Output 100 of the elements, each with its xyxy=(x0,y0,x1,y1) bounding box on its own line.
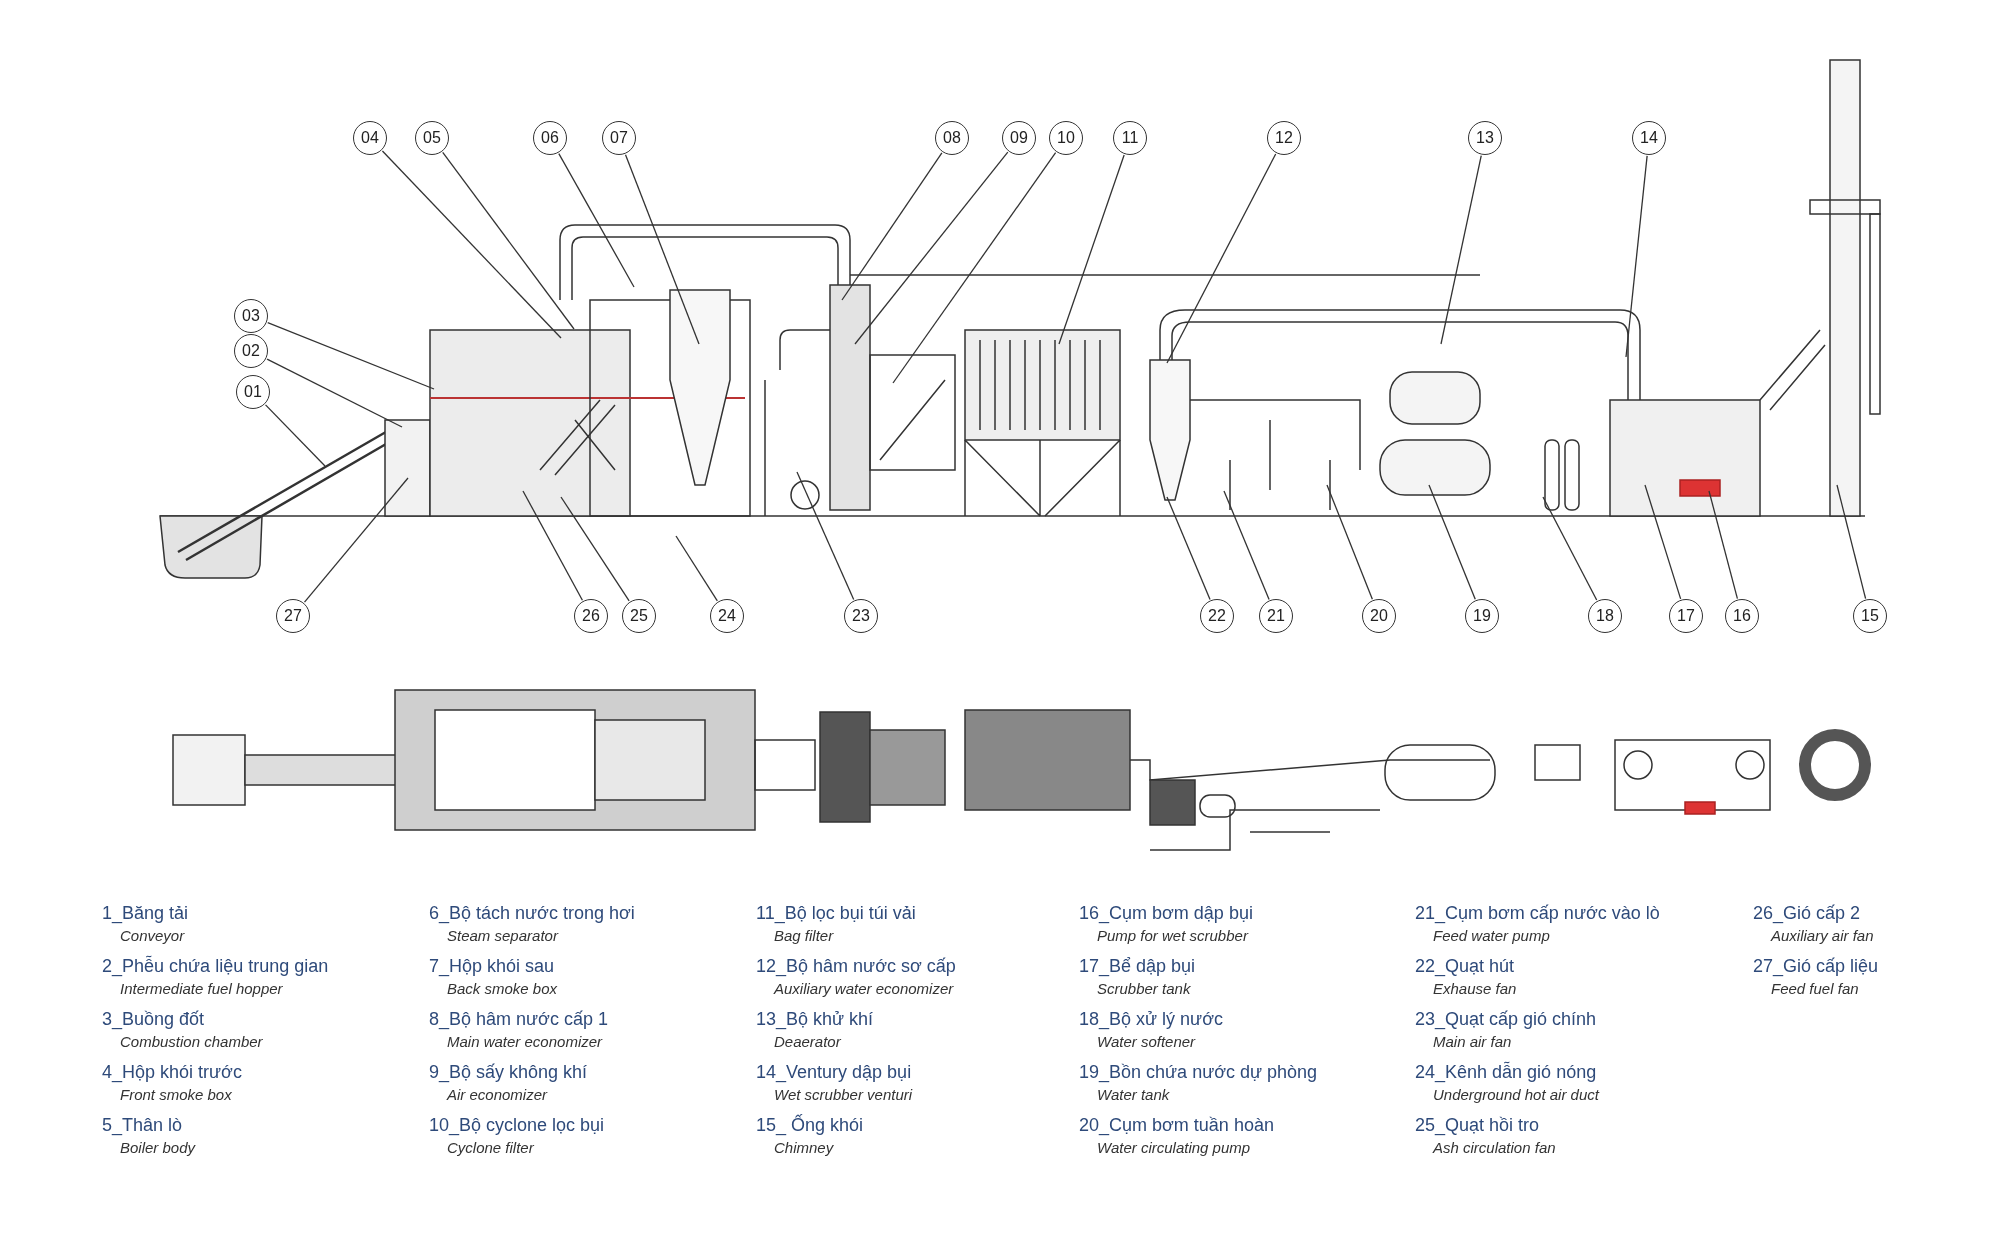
part-name: 11_Bộ lọc bụi túi vải xyxy=(756,903,916,924)
part-translation: Exhause fan xyxy=(1433,980,1517,997)
callout-number: 22 xyxy=(1200,599,1234,633)
leader-line xyxy=(1440,154,1482,345)
part-name: 25_Quạt hồi tro xyxy=(1415,1115,1540,1136)
leader-line xyxy=(1542,496,1598,601)
leader-line xyxy=(522,490,584,601)
leader-line xyxy=(841,152,943,301)
leader-line xyxy=(1625,155,1648,358)
part-name: 16_Cụm bơm dập bụi xyxy=(1079,903,1253,924)
part-translation: Boiler body xyxy=(120,1139,196,1156)
callout-number: 21 xyxy=(1259,599,1293,633)
callout-number: 19 xyxy=(1465,599,1499,633)
leader-line xyxy=(381,150,562,339)
part-translation: Cyclone filter xyxy=(447,1139,534,1156)
callout-number: 16 xyxy=(1725,599,1759,633)
part-name: 26_Gió cấp 2 xyxy=(1753,903,1861,924)
part-translation: Ash circulation fan xyxy=(1433,1139,1556,1156)
callout-number: 17 xyxy=(1669,599,1703,633)
part-name: 23_Quạt cấp gió chính xyxy=(1415,1009,1597,1030)
callout-number: 13 xyxy=(1468,121,1502,155)
part-translation: Auxiliary air fan xyxy=(1771,927,1874,944)
part-name: 19_Bồn chứa nước dự phòng xyxy=(1079,1062,1318,1083)
callout-number: 20 xyxy=(1362,599,1396,633)
callout-number: 26 xyxy=(574,599,608,633)
part-translation: Main water economizer xyxy=(447,1033,603,1050)
leader-line xyxy=(1166,153,1277,364)
part-name: 21_Cụm bơm cấp nước vào lò xyxy=(1415,903,1660,924)
part-name: 18_Bộ xử lý nước xyxy=(1079,1009,1223,1030)
part-name: 6_Bộ tách nước trong hơi xyxy=(429,903,635,924)
part-name: 5_Thân lò xyxy=(102,1115,183,1136)
part-translation: Underground hot air duct xyxy=(1433,1086,1599,1103)
part-name: 20_Cụm bơm tuần hoàn xyxy=(1079,1115,1274,1136)
part-translation: Back smoke box xyxy=(447,980,558,997)
callout-number: 11 xyxy=(1113,121,1147,155)
part-translation: Bag filter xyxy=(774,927,834,944)
part-name: 13_Bộ khử khí xyxy=(756,1009,874,1030)
callout-number: 02 xyxy=(234,334,268,368)
part-name: 8_Bộ hâm nước cấp 1 xyxy=(429,1009,608,1030)
part-name: 14_Ventury dập bụi xyxy=(756,1062,912,1083)
leader-line xyxy=(854,151,1009,345)
leader-line xyxy=(560,496,630,602)
part-translation: Water circulating pump xyxy=(1097,1139,1251,1156)
leader-line xyxy=(264,404,326,467)
part-translation: Chimney xyxy=(774,1139,834,1156)
part-translation: Pump for wet scrubber xyxy=(1097,927,1248,944)
part-name: 27_Gió cấp liệu xyxy=(1753,956,1879,977)
leader-line xyxy=(1058,154,1125,345)
leader-line xyxy=(796,471,855,601)
leader-line xyxy=(675,535,718,602)
callout-number: 10 xyxy=(1049,121,1083,155)
part-translation: Auxiliary water economizer xyxy=(774,980,954,997)
leader-line xyxy=(267,322,435,390)
part-name: 4_Hộp khói trước xyxy=(102,1062,242,1083)
part-translation: Intermediate fuel hopper xyxy=(120,980,283,997)
callout-number: 24 xyxy=(710,599,744,633)
part-translation: Conveyor xyxy=(120,927,185,944)
leader-line xyxy=(1644,484,1682,600)
callout-number: 01 xyxy=(236,375,270,409)
part-name: 17_Bể dập bụi xyxy=(1079,956,1196,977)
part-name: 2_Phễu chứa liệu trung gian xyxy=(102,956,329,977)
part-translation: Scrubber tank xyxy=(1097,980,1191,997)
callout-number: 23 xyxy=(844,599,878,633)
leader-line xyxy=(1836,484,1867,600)
callout-number: 05 xyxy=(415,121,449,155)
leader-line xyxy=(1223,490,1270,601)
part-translation: Air economizer xyxy=(447,1086,548,1103)
leader-line xyxy=(303,477,409,603)
leader-line xyxy=(442,151,575,330)
leader-line xyxy=(1428,484,1476,600)
part-translation: Deaerator xyxy=(774,1033,841,1050)
part-translation: Main air fan xyxy=(1433,1033,1512,1050)
leader-line xyxy=(1166,496,1211,601)
part-translation: Feed fuel fan xyxy=(1771,980,1859,997)
part-translation: Steam separator xyxy=(447,927,558,944)
part-name: 7_Hộp khói sau xyxy=(429,956,555,977)
callout-number: 09 xyxy=(1002,121,1036,155)
leader-line xyxy=(558,153,635,288)
part-name: 24_Kênh dẫn gió nóng xyxy=(1415,1062,1597,1083)
part-name: 3_Buồng đốt xyxy=(102,1009,205,1030)
part-translation: Wet scrubber venturi xyxy=(774,1086,913,1103)
leader-line xyxy=(1708,490,1739,600)
callout-number: 08 xyxy=(935,121,969,155)
part-name: 9_Bộ sấy không khí xyxy=(429,1062,588,1083)
leader-line xyxy=(1326,484,1373,600)
callout-number: 04 xyxy=(353,121,387,155)
callout-number: 25 xyxy=(622,599,656,633)
part-translation: Front smoke box xyxy=(120,1086,232,1103)
callout-number: 07 xyxy=(602,121,636,155)
part-name: 1_Băng tải xyxy=(102,903,189,924)
part-translation: Feed water pump xyxy=(1433,927,1550,944)
callout-number: 18 xyxy=(1588,599,1622,633)
callout-number: 03 xyxy=(234,299,268,333)
leader-line xyxy=(624,154,700,345)
leader-line xyxy=(266,358,403,428)
callout-number: 06 xyxy=(533,121,567,155)
part-translation: Combustion chamber xyxy=(120,1033,263,1050)
callout-number: 15 xyxy=(1853,599,1887,633)
part-translation: Water softener xyxy=(1097,1033,1196,1050)
callout-number: 27 xyxy=(276,599,310,633)
